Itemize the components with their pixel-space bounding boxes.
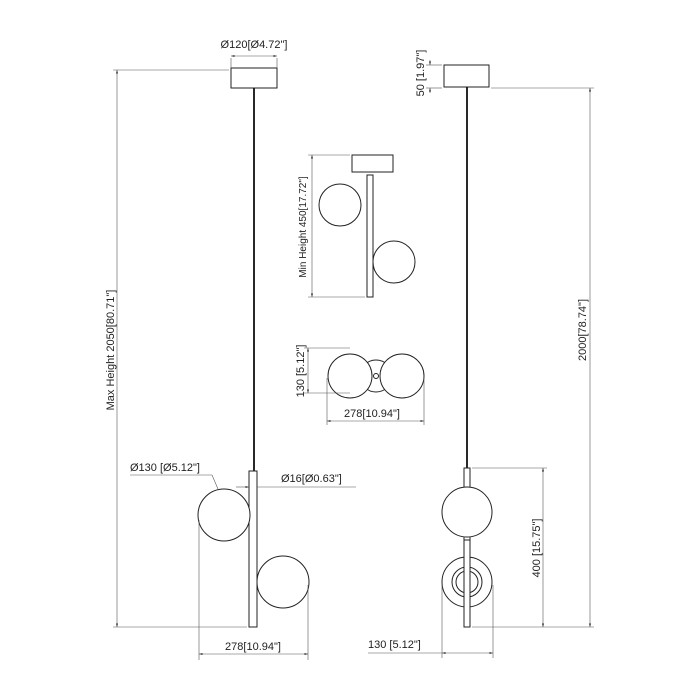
top-view: 130 [5.12"] 278[10.94"] [295, 345, 425, 425]
front-view: Ø120[Ø4.72"] Max Height 2050[80.71"] Ø13… [105, 39, 356, 660]
top-depth-label: 130 [5.12"] [295, 345, 307, 398]
globe-lower [256, 555, 310, 609]
side-depth-label: 130 [5.12"] [368, 639, 421, 651]
min-height-label: Min Height 450[17.72"] [298, 176, 309, 278]
canopy-height-label: 50 [1.97"] [415, 50, 427, 97]
body-height-label: 400 [15.75"] [531, 519, 543, 578]
stem [248, 470, 258, 628]
top-width-label: 278[10.94"] [344, 408, 400, 420]
globe-diameter-label: Ø130 [Ø5.12"] [130, 462, 200, 474]
side-view: 50 [1.97"] 2000[78.74"] 400 [15.75"] 130… [368, 50, 594, 658]
canopy [230, 67, 278, 89]
max-height-label: Max Height 2050[80.71"] [105, 290, 117, 411]
stem-diameter-label: Ø16[Ø0.63"] [281, 473, 342, 485]
globe-upper [197, 488, 251, 542]
collapsed-view: Min Height 450[17.72"] [298, 154, 416, 298]
overall-height-label: 2000[78.74"] [577, 299, 589, 361]
canopy-diameter-label: Ø120[Ø4.72"] [221, 39, 288, 51]
front-width-label: 278[10.94"] [225, 641, 281, 653]
